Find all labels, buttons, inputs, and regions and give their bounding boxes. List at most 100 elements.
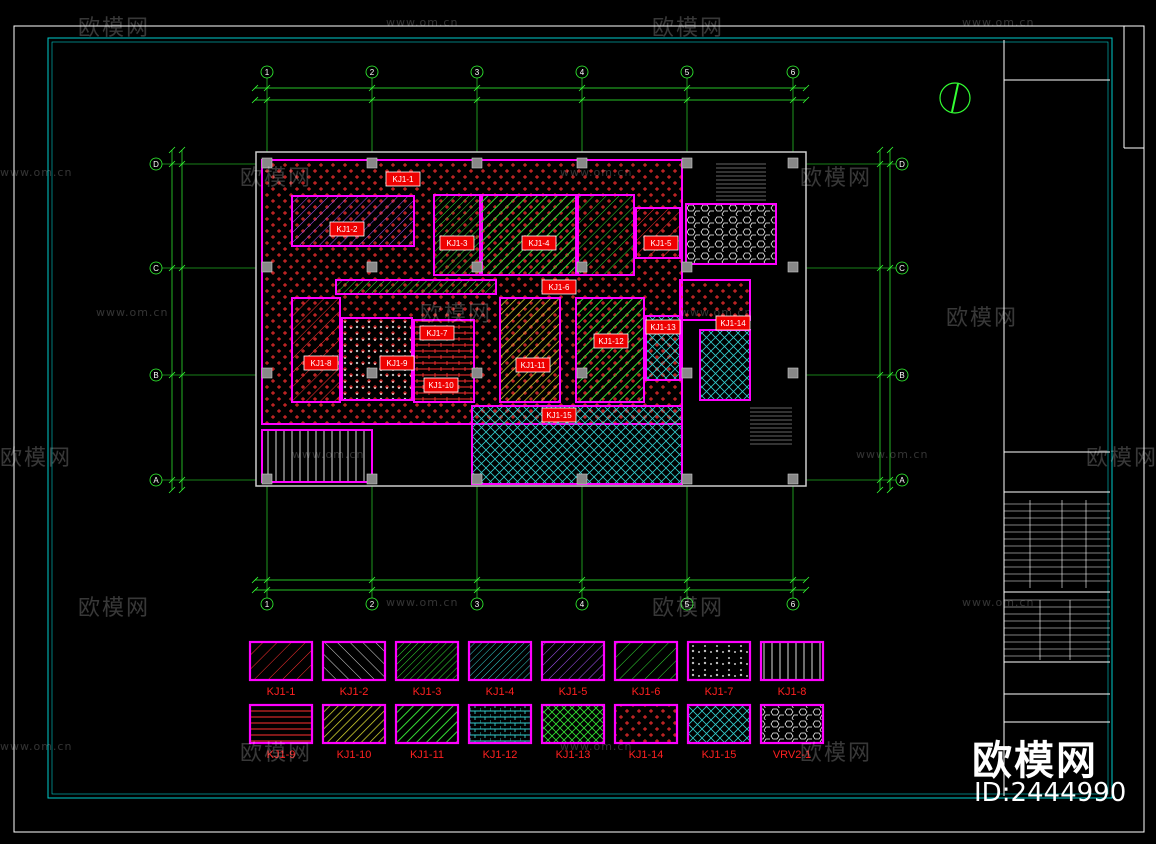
- legend-label: KJ1-1: [267, 686, 296, 698]
- watermark-url: www.om.cn: [560, 166, 633, 179]
- axis-column-label: 4: [580, 68, 585, 77]
- room-tag-label: KJ1-1: [393, 175, 414, 184]
- structural-column: [681, 157, 693, 169]
- room: [499, 297, 561, 403]
- legend-swatch: [394, 703, 460, 745]
- room-tag-label: KJ1-12: [598, 337, 624, 346]
- watermark-logo: 欧模网: [420, 302, 493, 327]
- watermark-url: www.om.cn: [962, 596, 1035, 609]
- legend-swatch: [467, 640, 533, 682]
- room-tag-label: KJ1-6: [549, 283, 570, 292]
- legend-swatch: [248, 640, 314, 682]
- legend-label: KJ1-9: [267, 749, 296, 761]
- watermark-logo: 欧模网: [652, 16, 725, 41]
- room-tag: [715, 315, 751, 331]
- watermark-logo: 欧模网: [946, 306, 1019, 331]
- axis-column-label: 6: [791, 68, 796, 77]
- structural-column: [366, 157, 378, 169]
- legend-swatch: [467, 703, 533, 745]
- watermark-logo: 欧模网: [800, 741, 873, 766]
- legend-swatch: [321, 703, 387, 745]
- structural-column: [576, 261, 588, 273]
- room-tag-label: KJ1-11: [521, 361, 546, 370]
- room: [433, 194, 483, 276]
- structural-column: [681, 261, 693, 273]
- axis-column-label: 2: [370, 600, 375, 609]
- watermark-logo: 欧模网: [652, 596, 725, 621]
- structural-column: [576, 367, 588, 379]
- axis-column-label: 1: [265, 600, 270, 609]
- legend-label: KJ1-3: [413, 686, 442, 698]
- room: [577, 194, 635, 276]
- room-tag-label: KJ1-13: [650, 323, 676, 332]
- room-tag-label: KJ1-4: [529, 239, 550, 248]
- room: [261, 429, 373, 483]
- room-tag: [379, 355, 415, 371]
- axis-column-label: 2: [370, 68, 375, 77]
- legend-label: KJ1-4: [486, 686, 515, 698]
- watermark-url: www.om.cn: [0, 166, 73, 179]
- legend-swatch: [540, 640, 606, 682]
- room: [635, 207, 681, 259]
- watermark-logo: 欧模网: [78, 596, 151, 621]
- legend-label: KJ1-14: [629, 749, 664, 761]
- watermark-url: www.om.cn: [560, 740, 633, 753]
- legend-label: KJ1-8: [778, 686, 807, 698]
- room: [291, 195, 415, 247]
- legend-swatch: [540, 703, 606, 745]
- axis-column-label: 4: [580, 600, 585, 609]
- room: [679, 279, 751, 321]
- structural-column: [261, 157, 273, 169]
- room-tag: [423, 377, 459, 393]
- watermark-logo: 欧模网: [240, 741, 313, 766]
- axis-column-label: 5: [685, 600, 690, 609]
- title-block: [1003, 26, 1144, 796]
- room-tag-label: KJ1-3: [447, 239, 468, 248]
- room-tag-label: KJ1-14: [720, 319, 746, 328]
- room-tag: [515, 357, 551, 373]
- room-tag: [645, 319, 681, 335]
- floor-plan: [255, 151, 807, 487]
- structural-column: [471, 261, 483, 273]
- watermark-url: www.om.cn: [386, 596, 459, 609]
- room-tag-label: KJ1-9: [387, 359, 408, 368]
- watermark-url: www.om.cn: [962, 16, 1035, 29]
- room-tag: [643, 235, 679, 251]
- structural-column: [787, 261, 799, 273]
- brand-id: ID:2444990: [974, 778, 1127, 808]
- room-tag: [541, 407, 577, 423]
- legend-swatch: [759, 640, 825, 682]
- room-tag-label: KJ1-5: [651, 239, 672, 248]
- structural-column: [787, 367, 799, 379]
- room-tag: [541, 279, 577, 295]
- room-tag: [593, 333, 629, 349]
- legend-label: KJ1-11: [410, 749, 444, 761]
- axis-row-label: B: [153, 371, 158, 380]
- legend-swatch: [248, 703, 314, 745]
- title-block-table: [1004, 500, 1110, 660]
- legend-swatch: [321, 640, 387, 682]
- room-tag-label: KJ1-8: [311, 359, 332, 368]
- room-tag: [329, 221, 365, 237]
- room-tag: [419, 325, 455, 341]
- room-tag-label: KJ1-2: [337, 225, 358, 234]
- drawing-border: [47, 37, 1113, 799]
- legend-label: KJ1-7: [705, 686, 734, 698]
- axis-column-label: 6: [791, 600, 796, 609]
- structural-column: [576, 473, 588, 485]
- axis-row-label: A: [899, 476, 905, 485]
- legend-swatch: [613, 640, 679, 682]
- legend-label: KJ1-15: [702, 749, 737, 761]
- legend-swatch: [394, 640, 460, 682]
- structural-column: [471, 473, 483, 485]
- legend-label: KJ1-2: [340, 686, 369, 698]
- structural-column: [787, 473, 799, 485]
- room: [335, 279, 497, 295]
- room-tag-label: KJ1-15: [546, 411, 572, 420]
- legend-swatch: [759, 703, 825, 745]
- legend-label: KJ1-13: [556, 749, 591, 761]
- axis-column-label: 5: [685, 68, 690, 77]
- structural-column: [261, 473, 273, 485]
